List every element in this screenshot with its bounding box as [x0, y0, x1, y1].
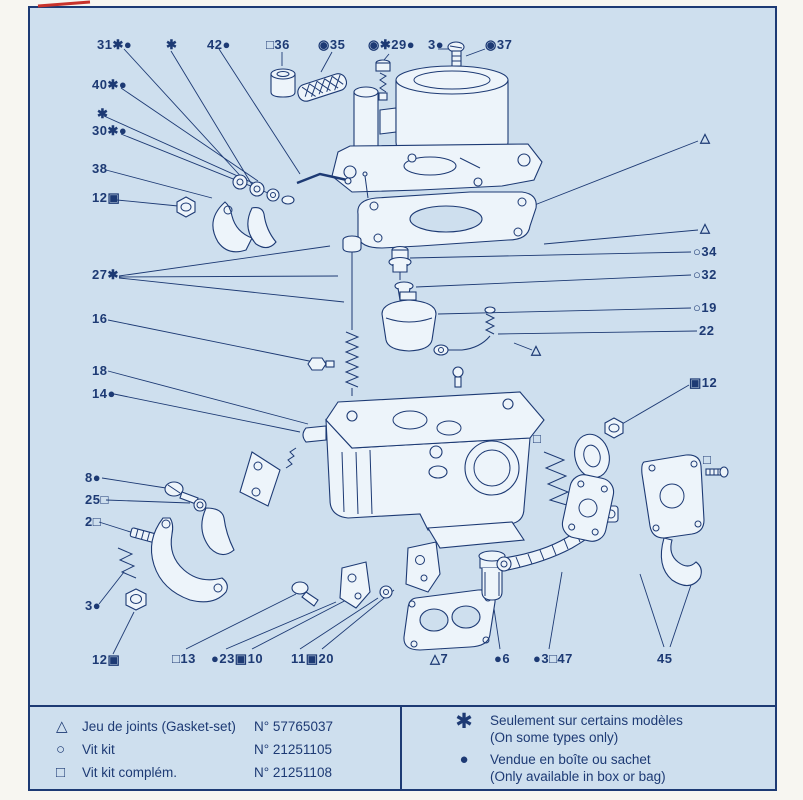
asterisk-icon: ✱: [455, 710, 473, 733]
part-label-7: △7: [430, 651, 449, 666]
part-label-3-left: 3●: [85, 598, 102, 613]
circle-icon: ○: [56, 741, 66, 758]
part-label-gasket-triangle-mid: △: [700, 220, 711, 235]
part-label-13: □13: [172, 651, 196, 666]
legend-number-vit-kit: N° 21251105: [254, 742, 332, 757]
part-label-11-20: 11▣20: [291, 651, 334, 666]
legend-row-vit-kit: ○ Vit kit N° 21251105: [56, 739, 392, 760]
part-label-12-choke: 12▣: [92, 190, 121, 205]
legend-number-gasket-set: N° 57765037: [254, 719, 333, 734]
legend-note-star-line1: Seulement sur certains modèles: [490, 713, 683, 728]
part-label-22: 22: [699, 323, 715, 338]
legend-label-gasket-set: Jeu de joints (Gasket-set): [82, 719, 236, 734]
legend-note-dot-line2: (Only available in box or bag): [490, 769, 666, 784]
part-label-2: 2□: [85, 514, 102, 529]
part-label-star-b: ✱: [97, 106, 109, 121]
part-label-6: ●6: [494, 651, 511, 666]
legend-number-vit-kit-complem: N° 21251108: [254, 765, 332, 780]
part-label-14: 14●: [92, 386, 116, 401]
part-label-gasket-triangle-top: △: [700, 130, 711, 145]
triangle-icon: △: [56, 718, 68, 735]
part-label-36: □36: [266, 37, 290, 52]
part-label-12-right: ▣12: [689, 375, 718, 390]
part-label-star-a: ✱: [166, 37, 178, 52]
part-label-40: 40✱●: [92, 77, 128, 92]
part-label-45: 45: [657, 651, 673, 666]
part-label-34: ○34: [693, 244, 717, 259]
part-label-25: 25□: [85, 492, 109, 507]
part-label-30: 30✱●: [92, 123, 128, 138]
legend-row-vit-kit-complem: □ Vit kit complém. N° 21251108: [56, 762, 392, 783]
legend-note-dot-line1: Vendue en boîte ou sachet: [490, 752, 651, 767]
legend-note-star-line2: (On some types only): [490, 730, 619, 745]
legend-label-vit-kit-complem: Vit kit complém.: [82, 765, 178, 780]
legend-row-gasket-set: △ Jeu de joints (Gasket-set) N° 57765037: [56, 716, 392, 737]
part-label-square-b: □: [703, 452, 712, 467]
part-label-42: 42●: [207, 37, 231, 52]
dot-icon: ●: [459, 751, 469, 768]
part-label-29: ◉✱29●: [368, 37, 416, 52]
part-label-12-left: 12▣: [92, 652, 121, 667]
part-label-23-10: ●23▣10: [211, 651, 264, 666]
legend-kits: △ Jeu de joints (Gasket-set) N° 57765037…: [30, 707, 402, 789]
legend-note-dot-text: Vendue en boîte ou sachet (Only availabl…: [490, 751, 767, 785]
square-icon: □: [56, 764, 66, 781]
part-label-27: 27✱: [92, 267, 119, 282]
part-label-16: 16: [92, 311, 108, 326]
part-label-37: ◉37: [485, 37, 513, 52]
part-label-18: 18: [92, 363, 108, 378]
part-label-3-47: ●3□47: [533, 651, 573, 666]
legend: △ Jeu de joints (Gasket-set) N° 57765037…: [30, 705, 775, 789]
part-label-3-top: 3●: [428, 37, 445, 52]
part-label-19: ○19: [693, 300, 717, 315]
legend-label-vit-kit: Vit kit: [82, 742, 115, 757]
part-label-8: 8●: [85, 470, 102, 485]
legend-note-star-text: Seulement sur certains modèles (On some …: [490, 712, 767, 746]
part-label-gasket-triangle-center: △: [531, 342, 542, 357]
part-label-38: 38: [92, 161, 108, 176]
part-label-32: ○32: [693, 267, 717, 282]
legend-note-star: ✱ Seulement sur certains modèles (On som…: [438, 710, 767, 746]
part-label-square-a: □: [533, 431, 542, 446]
part-label-35: ◉35: [318, 37, 346, 52]
legend-notes: ✱ Seulement sur certains modèles (On som…: [402, 707, 775, 789]
legend-note-dot: ● Vendue en boîte ou sachet (Only availa…: [438, 751, 767, 785]
part-label-31: 31✱●: [97, 37, 133, 52]
